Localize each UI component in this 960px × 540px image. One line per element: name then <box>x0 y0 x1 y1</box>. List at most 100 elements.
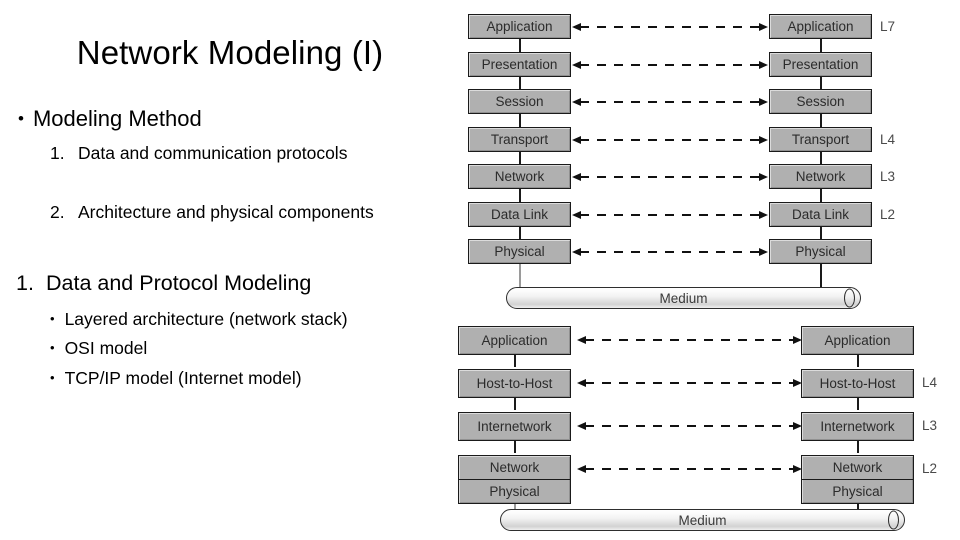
arrow-right-icon <box>793 335 802 344</box>
connector <box>519 152 521 165</box>
connector-to-medium <box>857 504 859 513</box>
tcpip-right-layer-internetwork[interactable]: Internetwork <box>801 412 914 441</box>
connector <box>519 114 521 127</box>
osi-right-layer-network[interactable]: Network <box>769 164 872 189</box>
osi-left-layer-data-link[interactable]: Data Link <box>468 202 571 227</box>
arrow-right-icon <box>759 22 768 31</box>
sub-bullet-layered-architecture: •Layered architecture (network stack) <box>50 309 348 330</box>
sub-bullet-1-label: OSI model <box>64 338 148 358</box>
bullet-modeling-method: •Modeling Method <box>18 106 202 132</box>
tcpip-left-layer-host-to-host[interactable]: Host-to-Host <box>458 369 571 398</box>
osi-right-layer-data-link[interactable]: Data Link <box>769 202 872 227</box>
peer-link-data-link <box>572 210 768 219</box>
tcpip-level-label-l2: L2 <box>922 461 938 476</box>
arrow-left-icon <box>572 97 581 106</box>
tcpip-level-label-l3: L3 <box>922 418 938 433</box>
osi-left-layer-presentation[interactable]: Presentation <box>468 52 571 77</box>
numbered-item-1-number: 1. <box>50 143 65 163</box>
arrow-left-icon <box>572 22 581 31</box>
arrow-left-icon <box>572 210 581 219</box>
bullet-dot-icon: • <box>50 340 55 355</box>
peer-link-application <box>577 335 802 344</box>
arrow-right-icon <box>759 135 768 144</box>
tcpip-left-layer-network-physical[interactable]: Network Physical <box>458 455 571 504</box>
bullet-dot-icon: • <box>50 370 55 385</box>
arrow-left-icon <box>572 135 581 144</box>
connector <box>857 441 859 453</box>
section-heading-data-and-protocol-modeling: 1. Data and Protocol Modeling <box>16 271 311 296</box>
arrow-right-icon <box>793 378 802 387</box>
arrow-left-icon <box>572 247 581 256</box>
numbered-item-2-number: 2. <box>50 202 65 222</box>
osi-right-layer-presentation[interactable]: Presentation <box>769 52 872 77</box>
connector <box>857 398 859 410</box>
sub-bullet-tcpip-model: • TCP/IP model (Internet model) <box>50 368 302 389</box>
connector <box>514 398 516 410</box>
tcpip-right-layer-physical-label: Physical <box>832 483 883 499</box>
numbered-item-1: 1.Data and communication protocols <box>50 143 347 164</box>
connector <box>820 39 822 52</box>
tcpip-right-layer-network-physical[interactable]: Network Physical <box>801 455 914 504</box>
connector <box>820 114 822 127</box>
osi-left-layer-physical[interactable]: Physical <box>468 239 571 264</box>
arrow-right-icon <box>759 97 768 106</box>
peer-link-network <box>572 172 768 181</box>
bullet-modeling-method-label: Modeling Method <box>32 106 202 131</box>
connector <box>857 355 859 367</box>
osi-left-layer-session[interactable]: Session <box>468 89 571 114</box>
osi-left-layer-network[interactable]: Network <box>468 164 571 189</box>
arrow-left-icon <box>577 335 586 344</box>
osi-level-label-l2: L2 <box>880 207 896 222</box>
tcpip-left-layer-internetwork[interactable]: Internetwork <box>458 412 571 441</box>
bullet-dot-icon: • <box>50 311 55 326</box>
osi-level-label-l7: L7 <box>880 19 896 34</box>
osi-medium-label: Medium <box>659 290 708 306</box>
medium-end-cap-icon <box>844 288 855 308</box>
tcpip-right-layer-host-to-host[interactable]: Host-to-Host <box>801 369 914 398</box>
section-heading-label: Data and Protocol Modeling <box>46 271 312 295</box>
peer-link-host-to-host <box>577 378 802 387</box>
osi-level-label-l4: L4 <box>880 132 896 147</box>
page-title: Network Modeling (I) <box>76 34 384 71</box>
sub-bullet-2-label: TCP/IP model (Internet model) <box>64 368 302 388</box>
peer-link-transport <box>572 135 768 144</box>
arrow-left-icon <box>572 172 581 181</box>
osi-left-layer-application[interactable]: Application <box>468 14 571 39</box>
arrow-left-icon <box>577 421 586 430</box>
arrow-right-icon <box>793 421 802 430</box>
osi-medium-bar: Medium <box>506 287 861 309</box>
osi-left-layer-transport[interactable]: Transport <box>468 127 571 152</box>
connector <box>519 189 521 202</box>
peer-link-session <box>572 97 768 106</box>
section-heading-number: 1. <box>16 271 34 295</box>
tcpip-left-layer-network-label: Network <box>459 456 570 480</box>
connector-to-medium <box>514 504 516 513</box>
numbered-item-2-label: Architecture and physical components <box>78 202 374 222</box>
connector <box>519 77 521 90</box>
connector-to-medium <box>820 264 822 287</box>
osi-level-label-l3: L3 <box>880 169 896 184</box>
arrow-left-icon <box>577 464 586 473</box>
arrow-left-icon <box>577 378 586 387</box>
arrow-left-icon <box>572 60 581 69</box>
medium-end-cap-icon <box>888 510 899 530</box>
arrow-right-icon <box>793 464 802 473</box>
tcpip-right-layer-network-label: Network <box>802 456 913 480</box>
peer-link-application <box>572 22 768 31</box>
tcpip-medium-label: Medium <box>678 512 727 528</box>
osi-right-layer-application[interactable]: Application <box>769 14 872 39</box>
connector <box>519 227 521 240</box>
osi-right-layer-physical[interactable]: Physical <box>769 239 872 264</box>
tcpip-level-label-l4: L4 <box>922 375 938 390</box>
numbered-item-2: 2. Architecture and physical components <box>50 202 374 223</box>
peer-link-physical <box>572 247 768 256</box>
connector-to-medium <box>519 264 521 287</box>
tcpip-left-layer-application[interactable]: Application <box>458 326 571 355</box>
connector <box>820 189 822 202</box>
tcpip-right-layer-application[interactable]: Application <box>801 326 914 355</box>
osi-right-layer-transport[interactable]: Transport <box>769 127 872 152</box>
connector <box>820 227 822 240</box>
connector <box>820 152 822 165</box>
osi-right-layer-session[interactable]: Session <box>769 89 872 114</box>
